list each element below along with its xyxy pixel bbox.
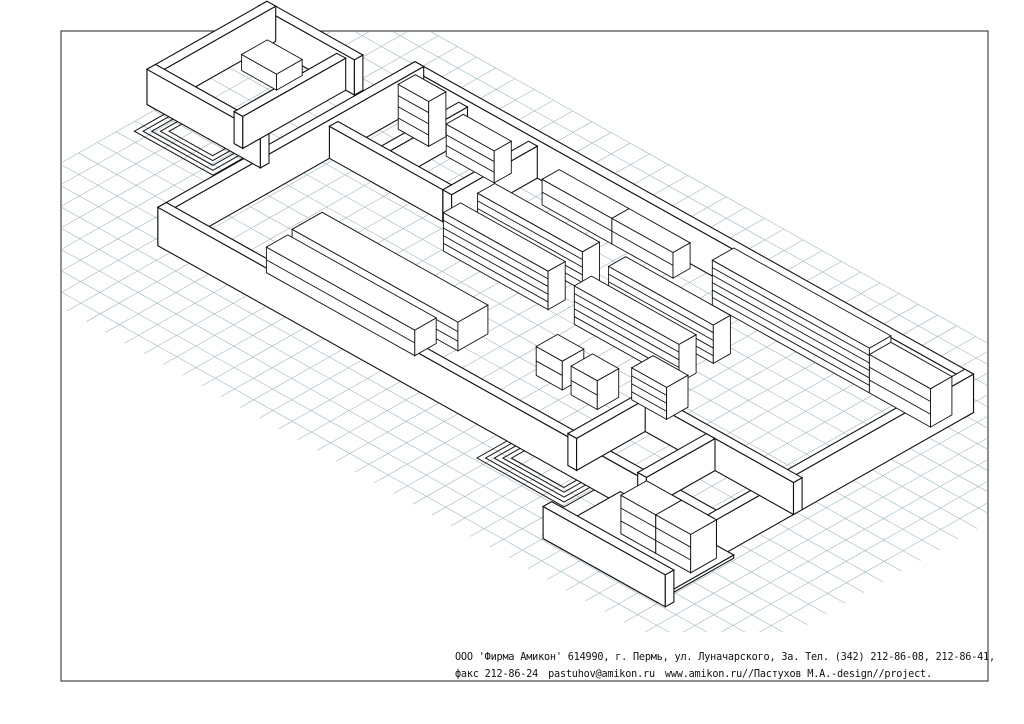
back-room-rack-1 <box>397 74 447 148</box>
title-block: ООО 'Фирма Амикон' 614990, г. Пермь, ул.… <box>455 649 995 683</box>
back-wall-shelving <box>711 247 892 394</box>
annex-table <box>240 39 304 91</box>
checkout-desk-2 <box>570 353 620 411</box>
annex-cabinet-2 <box>654 499 718 574</box>
front-annex-wall <box>541 500 676 608</box>
corner-cabinet <box>868 341 953 428</box>
sheet-border <box>60 30 989 682</box>
grid-line <box>682 459 987 632</box>
grid-line <box>644 437 987 632</box>
grid-line <box>62 292 670 632</box>
entrance-steps <box>133 113 595 508</box>
back-room-rack-2 <box>445 113 513 184</box>
grid-line <box>62 35 439 250</box>
website-text: www.amikon.ru//Пастухов М.А.-design//pro… <box>664 669 932 680</box>
email-text: pastuhov@amikon.ru <box>548 669 655 680</box>
title-block-line1: ООО 'Фирма Амикон' 614990, г. Пермь, ул.… <box>455 652 995 663</box>
deli-counter-right <box>610 208 692 279</box>
grid-line <box>759 502 987 632</box>
front-serving-counter <box>265 234 438 357</box>
store-fixtures <box>240 39 953 574</box>
service-rack <box>630 355 689 421</box>
grid-line <box>392 32 987 365</box>
fax-text: факс 212-86-24 <box>455 669 539 680</box>
front-entrance-steps <box>475 440 595 508</box>
grid-line <box>720 481 987 632</box>
grid-line <box>623 416 987 623</box>
gondola-shelf-2 <box>442 202 567 311</box>
left-entrance-steps <box>133 113 244 176</box>
grid-line <box>430 32 987 344</box>
annex-partition <box>232 52 347 150</box>
building-walls <box>145 0 975 608</box>
grid-line <box>62 270 708 632</box>
title-block-line2: факс 212-86-24 pastuhov@amikon.ru www.amik… <box>455 666 989 683</box>
